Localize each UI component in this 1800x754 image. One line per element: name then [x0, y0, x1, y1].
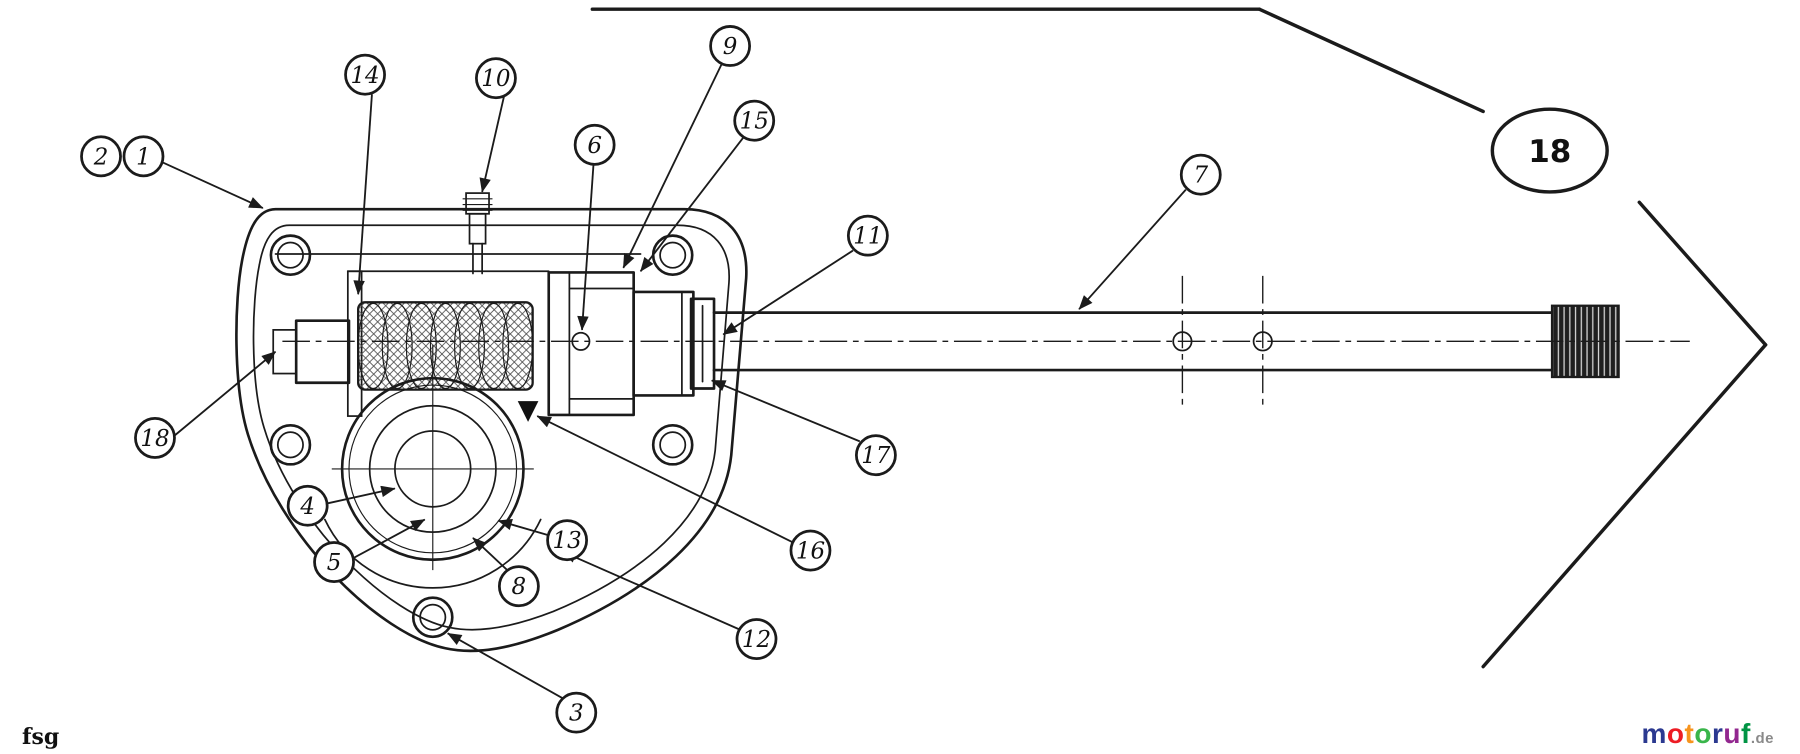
callout-label: 13 [552, 528, 581, 554]
callout-label: 17 [861, 443, 891, 469]
callout-12: 12 [735, 618, 778, 660]
callout-label: 12 [742, 627, 771, 653]
worm-shaft-coupling-left [272, 319, 351, 385]
callout-6: 6 [573, 123, 616, 166]
shaft-cross-centerlines [1181, 275, 1264, 410]
brand-letter: u [1723, 718, 1741, 749]
brand-suffix: .de [1750, 730, 1774, 747]
brand-watermark: motoruf.de [1642, 718, 1774, 750]
callout-8: 8 [497, 565, 540, 608]
callout-17: 17 [855, 434, 897, 477]
callout-5: 5 [313, 541, 355, 583]
callout-label: 4 [299, 494, 315, 520]
callout-label: 14 [350, 63, 379, 89]
callout-label: 15 [740, 109, 769, 135]
callout-label: 16 [796, 539, 825, 565]
callout-label: 6 [587, 133, 602, 159]
brand-letter: t [1684, 718, 1695, 749]
grease-fitting [462, 192, 493, 275]
section-cut-line [590, 7, 1485, 114]
artist-mark: fsg [22, 724, 60, 750]
callout-label: 1 [136, 144, 151, 170]
brand-letter: m [1641, 718, 1667, 749]
callout-2: 2 [80, 135, 122, 178]
callout-label: 18 [140, 426, 169, 452]
callout-label: 8 [512, 574, 527, 600]
callout-9: 9 [709, 25, 751, 67]
callout-label: 7 [1193, 163, 1208, 189]
callout-15: 15 [733, 99, 776, 142]
callout-7: 7 [1179, 153, 1222, 196]
callout-10: 10 [475, 57, 517, 100]
callout-label: 2 [93, 144, 109, 170]
brand-letter: f [1740, 718, 1751, 749]
brand-name: motoruf [1642, 718, 1751, 749]
detail-balloon-label: 18 [1528, 134, 1571, 170]
callout-14: 14 [344, 53, 386, 96]
callout-16: 16 [789, 529, 832, 572]
gear-wheel [331, 344, 534, 571]
callout-label: 11 [853, 224, 882, 250]
output-shaft [282, 275, 1690, 410]
callout-18-left: 18 [134, 416, 176, 459]
callout-4: 4 [286, 484, 329, 527]
callout-label: 3 [569, 701, 584, 727]
brand-letter: o [1666, 718, 1685, 749]
view-direction-chevron [1481, 200, 1768, 669]
leader-lines [161, 62, 1187, 700]
index-triangle [517, 401, 539, 422]
brand-letter: r [1711, 718, 1724, 749]
callout-label: 9 [723, 34, 738, 60]
callout-3: 3 [555, 691, 598, 734]
worm-gear [357, 301, 534, 391]
bearing-assembly [547, 271, 716, 417]
callout-label: 5 [327, 550, 342, 576]
detail-balloon-18: 18 [1490, 107, 1609, 194]
shaft-holes [1172, 331, 1273, 352]
callout-13: 13 [546, 519, 588, 562]
brand-letter: o [1694, 718, 1712, 749]
callout-label: 10 [481, 66, 510, 92]
callout-1: 1 [122, 135, 165, 178]
callout-11: 11 [846, 214, 889, 257]
